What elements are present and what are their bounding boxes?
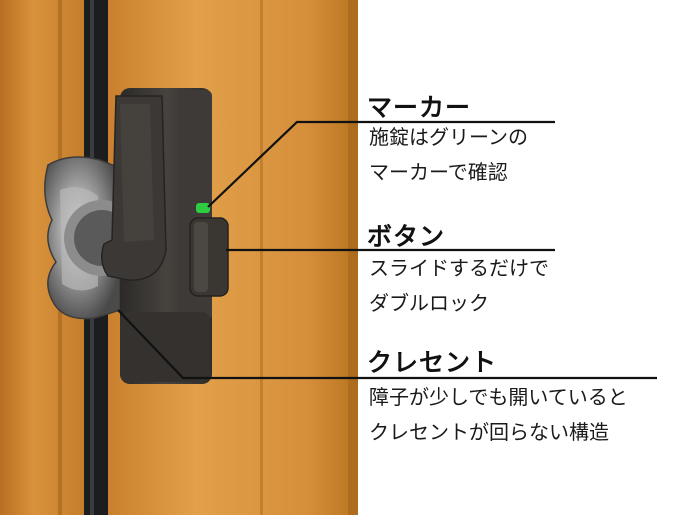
button-desc-line-2: ダブルロック xyxy=(369,291,489,315)
marker-desc-line-2: マーカーで確認 xyxy=(369,160,508,184)
crescent-desc-line-2: クレセントが回らない構造 xyxy=(369,420,609,444)
button-description: スライドするだけで ダブルロック xyxy=(369,251,549,321)
green-marker xyxy=(196,203,210,213)
button-title: ボタン xyxy=(367,222,446,251)
crescent-description: 障子が少しでも開いていると クレセントが回らない構造 xyxy=(369,380,628,450)
button-desc-line-1: スライドするだけで xyxy=(369,256,549,280)
marker-description: 施錠はグリーンの マーカーで確認 xyxy=(369,120,528,190)
marker-title: マーカー xyxy=(367,93,472,122)
marker-desc-line-1: 施錠はグリーンの xyxy=(369,125,528,149)
crescent-title: クレセント xyxy=(367,348,498,377)
crescent-desc-line-1: 障子が少しでも開いていると xyxy=(369,385,628,409)
